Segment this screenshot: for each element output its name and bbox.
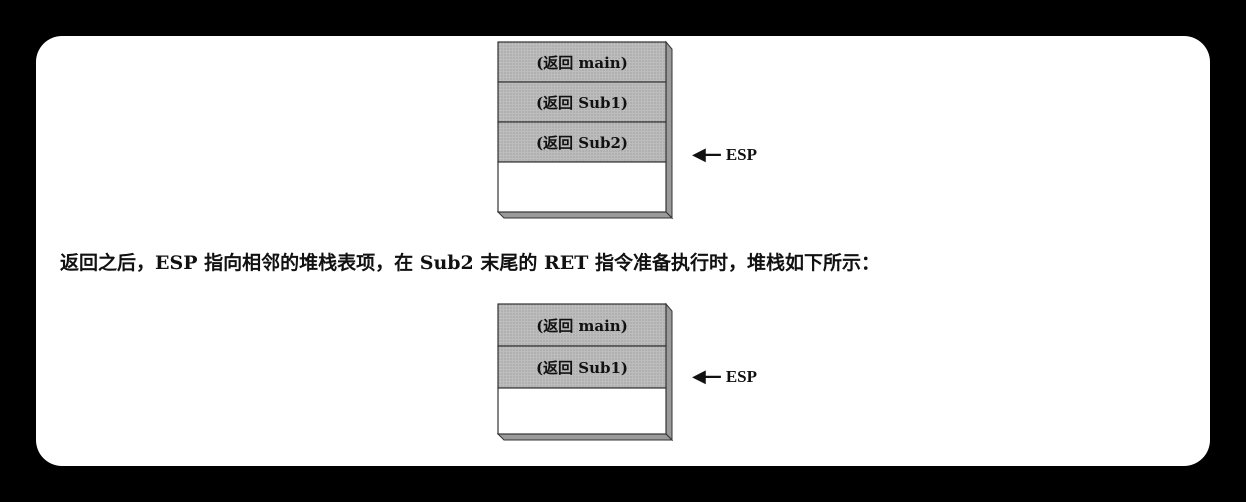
stack-cell-return-main: (返回 main) bbox=[536, 316, 628, 335]
left-arrow-icon: ◀— bbox=[692, 366, 722, 387]
stack-cell-empty bbox=[498, 388, 666, 434]
document-page: (返回 main) (返回 Sub1) (返回 Sub2) ◀— ESP 返回之… bbox=[36, 36, 1210, 466]
stack-cell-return-sub2: (返回 Sub2) bbox=[535, 133, 629, 152]
stack-top-frame bbox=[496, 40, 674, 220]
left-arrow-icon: ◀— bbox=[692, 144, 722, 165]
stack-diagram-bottom: (返回 main) (返回 Sub1) bbox=[496, 302, 674, 444]
esp-label: ESP bbox=[725, 366, 758, 386]
stack-cell-return-main: (返回 main) bbox=[536, 53, 628, 72]
stack-bottom-frame bbox=[496, 302, 674, 442]
stack-cell-return-sub1: (返回 Sub1) bbox=[535, 358, 629, 377]
stack-cell-empty bbox=[498, 162, 666, 212]
esp-label: ESP bbox=[725, 144, 758, 164]
stack-diagram-top: (返回 main) (返回 Sub1) (返回 Sub2) bbox=[496, 40, 674, 228]
esp-pointer-bottom: ◀— ESP bbox=[692, 366, 757, 387]
stack-cell-return-sub1: (返回 Sub1) bbox=[535, 93, 629, 112]
esp-pointer-top: ◀— ESP bbox=[692, 144, 757, 165]
caption-text: 返回之后，ESP 指向相邻的堆栈表项，在 Sub2 末尾的 RET 指令准备执行… bbox=[60, 252, 881, 274]
